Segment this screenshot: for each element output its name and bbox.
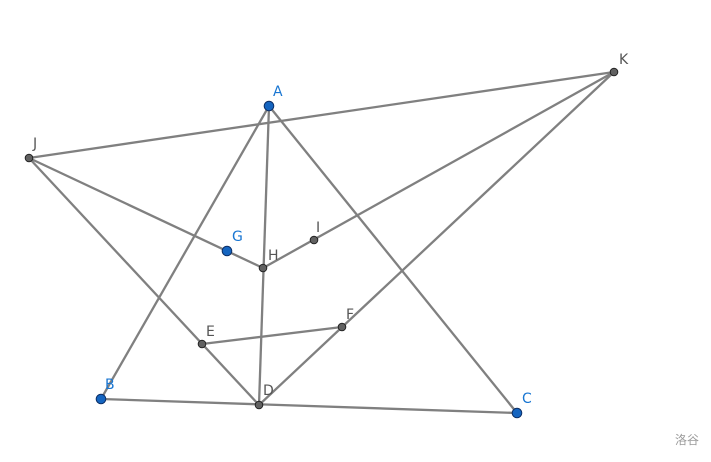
point-G[interactable] xyxy=(221,245,233,257)
segment-JD xyxy=(28,157,260,406)
label-I: I xyxy=(316,220,320,236)
segment-HK xyxy=(262,70,615,270)
label-G: G xyxy=(232,229,243,245)
watermark-logo: 洛谷 xyxy=(674,433,699,447)
label-J: J xyxy=(32,136,37,152)
label-A: A xyxy=(273,84,283,100)
label-D: D xyxy=(263,383,274,399)
point-labels: A B C D E F G H I J K xyxy=(32,52,629,407)
point-F[interactable] xyxy=(337,322,347,332)
segment-AC xyxy=(268,105,518,414)
segment-AB xyxy=(100,105,270,400)
points xyxy=(24,67,619,419)
label-C: C xyxy=(522,391,532,407)
label-B: B xyxy=(105,377,115,393)
point-A[interactable] xyxy=(263,100,275,112)
segment-JK xyxy=(28,70,615,160)
point-J[interactable] xyxy=(24,153,34,163)
segments xyxy=(28,70,615,415)
segment-AD xyxy=(257,105,271,406)
point-D[interactable] xyxy=(254,400,264,410)
label-F: F xyxy=(346,307,354,323)
label-H: H xyxy=(268,248,279,264)
point-C[interactable] xyxy=(511,407,523,419)
segment-KD xyxy=(258,71,615,406)
point-I[interactable] xyxy=(309,235,319,245)
point-H[interactable] xyxy=(258,263,268,273)
point-E[interactable] xyxy=(197,339,207,349)
label-K: K xyxy=(619,52,629,68)
label-E: E xyxy=(206,324,215,340)
point-K[interactable] xyxy=(609,67,619,77)
point-B[interactable] xyxy=(95,393,107,405)
segment-BC xyxy=(100,397,518,415)
segment-EF xyxy=(201,325,343,346)
